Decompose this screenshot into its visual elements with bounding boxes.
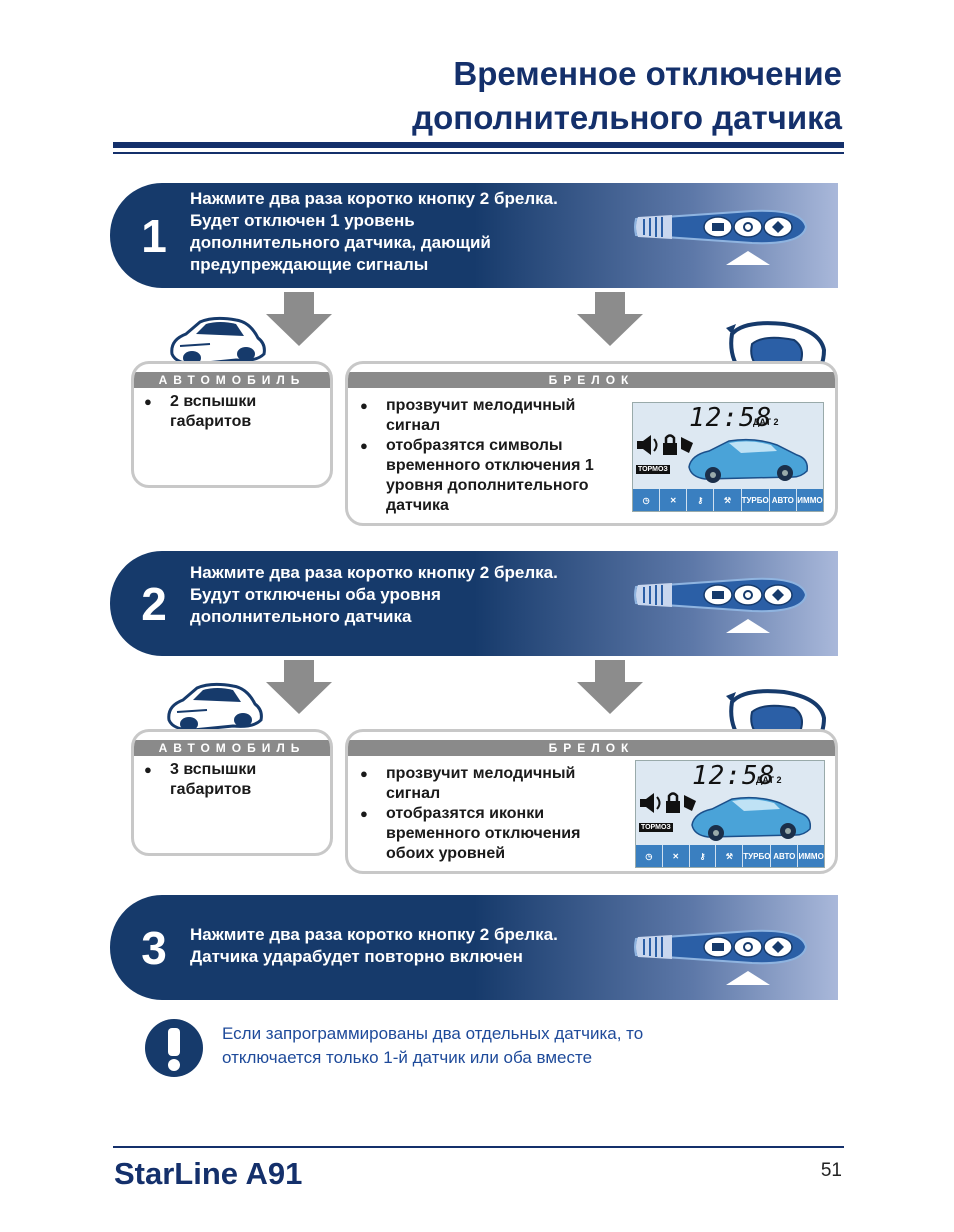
step-2-number: 2 bbox=[141, 577, 167, 630]
title-rule-thin bbox=[113, 152, 844, 154]
step-2-band: 2 Нажмите два раза коротко кнопку 2 брел… bbox=[110, 551, 838, 656]
lcd-turbo: ТУРБО bbox=[742, 845, 770, 867]
lcd-time: 12:58 bbox=[692, 761, 776, 791]
lcd-sensor-label: ДАТ 2 bbox=[756, 775, 782, 785]
car-result-list: 3 вспышки габаритов bbox=[144, 760, 314, 800]
key-icon: ⚷ bbox=[686, 489, 713, 511]
lcd-time: 12:58 bbox=[689, 403, 773, 433]
step-1-number: 1 bbox=[141, 209, 167, 262]
tools-icon: ✕ bbox=[659, 489, 686, 511]
page-title-line1: Временное отключение bbox=[453, 55, 842, 92]
clock-icon: ◷ bbox=[642, 495, 650, 505]
lcd-immo: ИММО bbox=[795, 489, 823, 511]
fob-result-panel-1: БРЕЛОК прозвучит мелодичный сигнал отобр… bbox=[345, 361, 838, 526]
key-icon: ⚷ bbox=[688, 845, 716, 867]
lcd-display: 12:58 ДАТ 2 ТОРМОЗ ◷ ✕ ⚷ ⚒ ТУРБО АВТО ИМ… bbox=[635, 760, 825, 868]
step-2-line-3: дополнительного датчика bbox=[190, 607, 412, 626]
brand-logo: StarLine A91 bbox=[114, 1156, 303, 1191]
step-1-line-4: предупреждающие сигналы bbox=[190, 255, 429, 274]
lcd-car-icon bbox=[688, 438, 809, 484]
lcd-sensor-label: ДАТ 2 bbox=[753, 417, 779, 427]
step-2-text: Нажмите два раза коротко кнопку 2 брелка… bbox=[190, 562, 558, 628]
step-2-line-1: Нажмите два раза коротко кнопку 2 брелка… bbox=[190, 563, 558, 582]
wrench-icon: ⚒ bbox=[713, 489, 740, 511]
list-item: отобразятся символы временного отключени… bbox=[360, 436, 620, 516]
key-fob-icon bbox=[634, 209, 807, 245]
step-3-line-2: Датчика ударабудет повторно включен bbox=[190, 947, 523, 966]
lcd-brake-label: ТОРМОЗ bbox=[636, 465, 670, 474]
step-3-number: 3 bbox=[141, 921, 167, 974]
car-result-list: 2 вспышки габаритов bbox=[144, 392, 314, 432]
title-rule bbox=[113, 142, 844, 148]
fob-result-list: прозвучит мелодичный сигнал отобразятся … bbox=[360, 764, 620, 864]
step-1-band: 1 Нажмите два раза коротко кнопку 2 брел… bbox=[110, 183, 838, 288]
list-item: 3 вспышки габаритов bbox=[144, 760, 314, 800]
exclamation-icon bbox=[145, 1019, 203, 1077]
down-arrow-icon bbox=[266, 660, 332, 714]
fob-panel-header: БРЕЛОК bbox=[348, 740, 835, 756]
lcd-display: 12:58 ДАТ 2 ТОРМОЗ ◷ ✕ ⚷ ⚒ ТУРБО АВТО ИМ… bbox=[632, 402, 824, 512]
step-3-text: Нажмите два раза коротко кнопку 2 брелка… bbox=[190, 924, 558, 968]
car-panel-header: АВТОМОБИЛЬ bbox=[134, 372, 330, 388]
lcd-immo: ИММО bbox=[797, 845, 824, 867]
fob-pointer-icon bbox=[726, 251, 770, 265]
fob-result-list: прозвучит мелодичный сигнал отобразятся … bbox=[360, 396, 620, 516]
step-2-line-2: Будут отключены оба уровня bbox=[190, 585, 441, 604]
list-item: отобразятся иконки временного отключения… bbox=[360, 804, 620, 864]
car-panel-header: АВТОМОБИЛЬ bbox=[134, 740, 330, 756]
note-line-2: отключается только 1-й датчик или оба вм… bbox=[222, 1048, 593, 1067]
fob-panel-header: БРЕЛОК bbox=[348, 372, 835, 388]
lcd-status-bar: ◷ ✕ ⚷ ⚒ ТУРБО АВТО ИММО bbox=[636, 845, 824, 867]
note-text: Если запрограммированы два отдельных дат… bbox=[222, 1022, 643, 1070]
footer-rule bbox=[113, 1146, 844, 1148]
list-item: 2 вспышки габаритов bbox=[144, 392, 314, 432]
page-title-line2: дополнительного датчика bbox=[412, 99, 842, 136]
lcd-car-icon bbox=[691, 796, 812, 842]
lcd-turbo: ТУРБО bbox=[740, 489, 769, 511]
page-number: 51 bbox=[820, 1160, 842, 1181]
wrench-icon: ⚒ bbox=[715, 845, 742, 867]
key-fob-icon bbox=[634, 577, 807, 613]
step-1-line-3: дополнительного датчика, дающий bbox=[190, 233, 491, 252]
step-3-line-1: Нажмите два раза коротко кнопку 2 брелка… bbox=[190, 925, 558, 944]
lcd-auto: АВТО bbox=[768, 489, 796, 511]
clock-icon: ◷ bbox=[645, 851, 653, 861]
fob-result-panel-2: БРЕЛОК прозвучит мелодичный сигнал отобр… bbox=[345, 729, 838, 874]
note-line-1: Если запрограммированы два отдельных дат… bbox=[222, 1024, 644, 1043]
down-arrow-icon bbox=[577, 660, 643, 714]
step-1-line-2: Будет отключен 1 уровень bbox=[190, 211, 415, 230]
list-item: прозвучит мелодичный сигнал bbox=[360, 764, 620, 804]
fob-pointer-icon bbox=[726, 971, 770, 985]
step-1-line-1: Нажмите два раза коротко кнопку 2 брелка… bbox=[190, 189, 558, 208]
step-1-text: Нажмите два раза коротко кнопку 2 брелка… bbox=[190, 188, 558, 276]
key-fob-icon bbox=[634, 929, 807, 965]
lcd-auto: АВТО bbox=[770, 845, 797, 867]
step-3-band: 3 Нажмите два раза коротко кнопку 2 брел… bbox=[110, 895, 838, 1000]
lcd-brake-label: ТОРМОЗ bbox=[639, 823, 673, 832]
tools-icon: ✕ bbox=[661, 845, 689, 867]
list-item: прозвучит мелодичный сигнал bbox=[360, 396, 620, 436]
car-result-panel-2: АВТОМОБИЛЬ 3 вспышки габаритов bbox=[131, 729, 333, 856]
car-result-panel-1: АВТОМОБИЛЬ 2 вспышки габаритов bbox=[131, 361, 333, 488]
fob-pointer-icon bbox=[726, 619, 770, 633]
down-arrow-icon bbox=[266, 292, 332, 346]
down-arrow-icon bbox=[577, 292, 643, 346]
lcd-status-bar: ◷ ✕ ⚷ ⚒ ТУРБО АВТО ИММО bbox=[633, 489, 823, 511]
